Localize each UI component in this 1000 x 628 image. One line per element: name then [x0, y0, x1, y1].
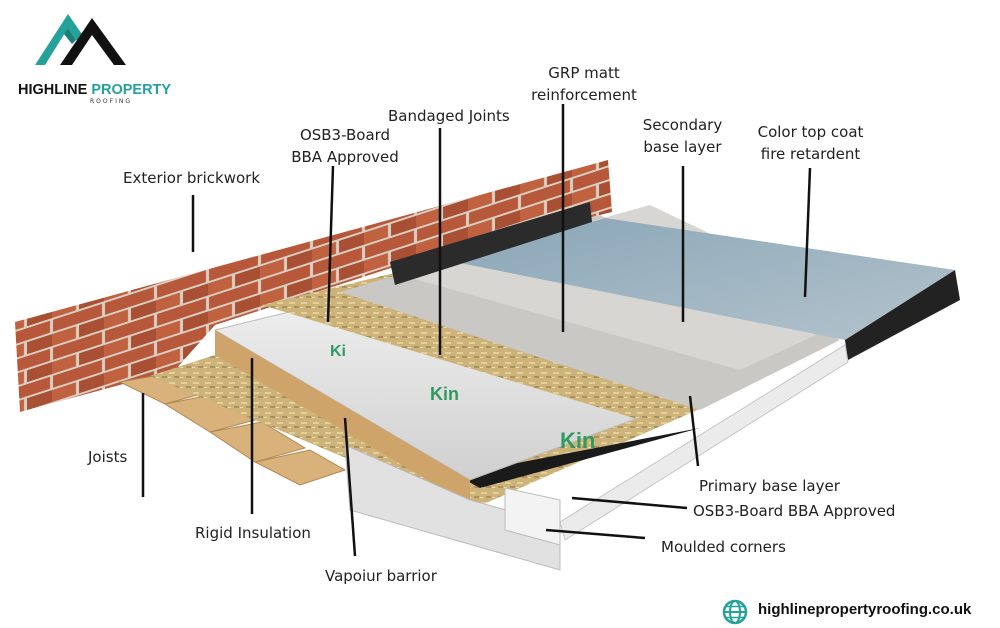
label-bandaged-joints: Bandaged Joints: [388, 107, 510, 125]
edge-trim: [845, 270, 960, 360]
svg-text:Kin: Kin: [430, 384, 459, 404]
label-moulded-corners: Moulded corners: [661, 538, 786, 556]
moulded-corner: [344, 444, 561, 571]
brand-name: HIGHLINE PROPERTY: [18, 82, 172, 98]
label-vapour-barrier: Vapoiur barrior: [325, 567, 437, 585]
brand-subtitle: ROOFING: [90, 98, 132, 105]
globe-icon: [722, 599, 748, 625]
joists: [118, 373, 347, 486]
label-primary-base-layer: Primary base layer: [699, 477, 840, 495]
vapour-barrier: [215, 345, 700, 488]
roof-logo-icon: [35, 14, 126, 65]
top-coat-layer: [455, 218, 955, 340]
label-joists: Joists: [88, 448, 128, 466]
website-url[interactable]: highlinepropertyroofing.co.uk: [758, 601, 972, 618]
label-osb3-board-bba: OSB3-Board BBA Approved: [693, 502, 896, 520]
brick-wall: [15, 160, 612, 412]
insulation-brand-text: Kin: [560, 428, 595, 453]
label-exterior-brickwork: Exterior brickwork: [123, 169, 260, 187]
company-logo: HIGHLINE PROPERTY ROOFING: [10, 8, 171, 105]
label-rigid-insulation: Rigid Insulation: [195, 524, 311, 542]
svg-text:Ki: Ki: [330, 343, 346, 360]
leader-lines: [141, 104, 812, 557]
